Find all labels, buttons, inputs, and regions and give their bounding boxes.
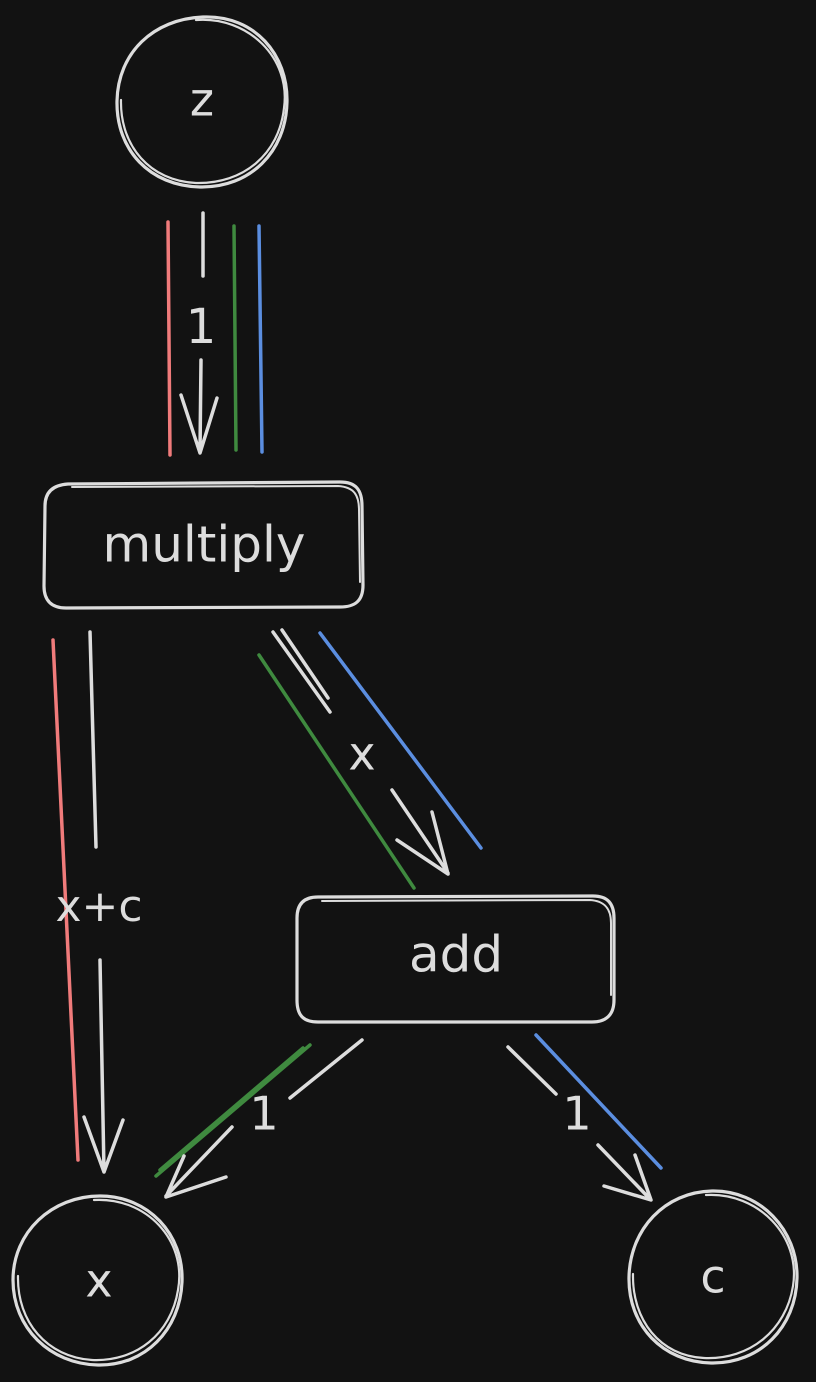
edge-multiply-to-x: x+c xyxy=(51,630,143,1174)
edge-add-to-c: 1 xyxy=(506,1033,663,1202)
edge-add-c-line-top xyxy=(506,1045,558,1096)
arrowhead-down-left-icon xyxy=(164,1125,234,1199)
edge-multiply-x-label: x+c xyxy=(55,881,142,932)
edge-multiply-add-label: x xyxy=(348,727,375,781)
blue-trace-add-c xyxy=(534,1033,663,1170)
node-add: add xyxy=(295,894,616,1024)
node-c-label: c xyxy=(700,1250,725,1304)
arrowhead-down-right-icon xyxy=(390,788,450,876)
arrowhead-down-icon xyxy=(179,358,219,455)
green-trace-z-multiply xyxy=(232,224,238,452)
red-trace-z-multiply xyxy=(166,220,172,457)
node-z-label: z xyxy=(190,73,214,127)
edge-multiply-x-line-top xyxy=(88,630,98,849)
node-add-label: add xyxy=(409,926,503,984)
edge-multiply-to-add: x xyxy=(257,628,483,890)
edge-z-to-multiply: 1 xyxy=(166,211,264,457)
node-multiply-label: multiply xyxy=(102,516,305,574)
arrowhead-down-right-icon xyxy=(596,1143,653,1202)
arrowhead-down-icon xyxy=(82,958,125,1174)
green-trace-multiply-add xyxy=(257,653,416,890)
blue-trace-multiply-add xyxy=(318,631,483,850)
node-c: c xyxy=(627,1189,799,1365)
node-multiply: multiply xyxy=(42,480,365,610)
edge-add-x-line-top xyxy=(288,1038,364,1100)
node-x: x xyxy=(11,1194,184,1367)
node-z: z xyxy=(115,15,289,189)
node-x-label: x xyxy=(85,1254,112,1308)
red-trace-multiply-x xyxy=(51,638,80,1162)
green-trace-add-x xyxy=(154,1043,312,1178)
edge-add-x-label: 1 xyxy=(249,1087,278,1141)
edge-multiply-add-line-top xyxy=(271,628,332,714)
edge-z-multiply-label: 1 xyxy=(186,299,217,355)
edge-add-to-x: 1 xyxy=(154,1038,364,1199)
edge-add-c-label: 1 xyxy=(562,1087,591,1141)
blue-trace-z-multiply xyxy=(257,224,264,454)
